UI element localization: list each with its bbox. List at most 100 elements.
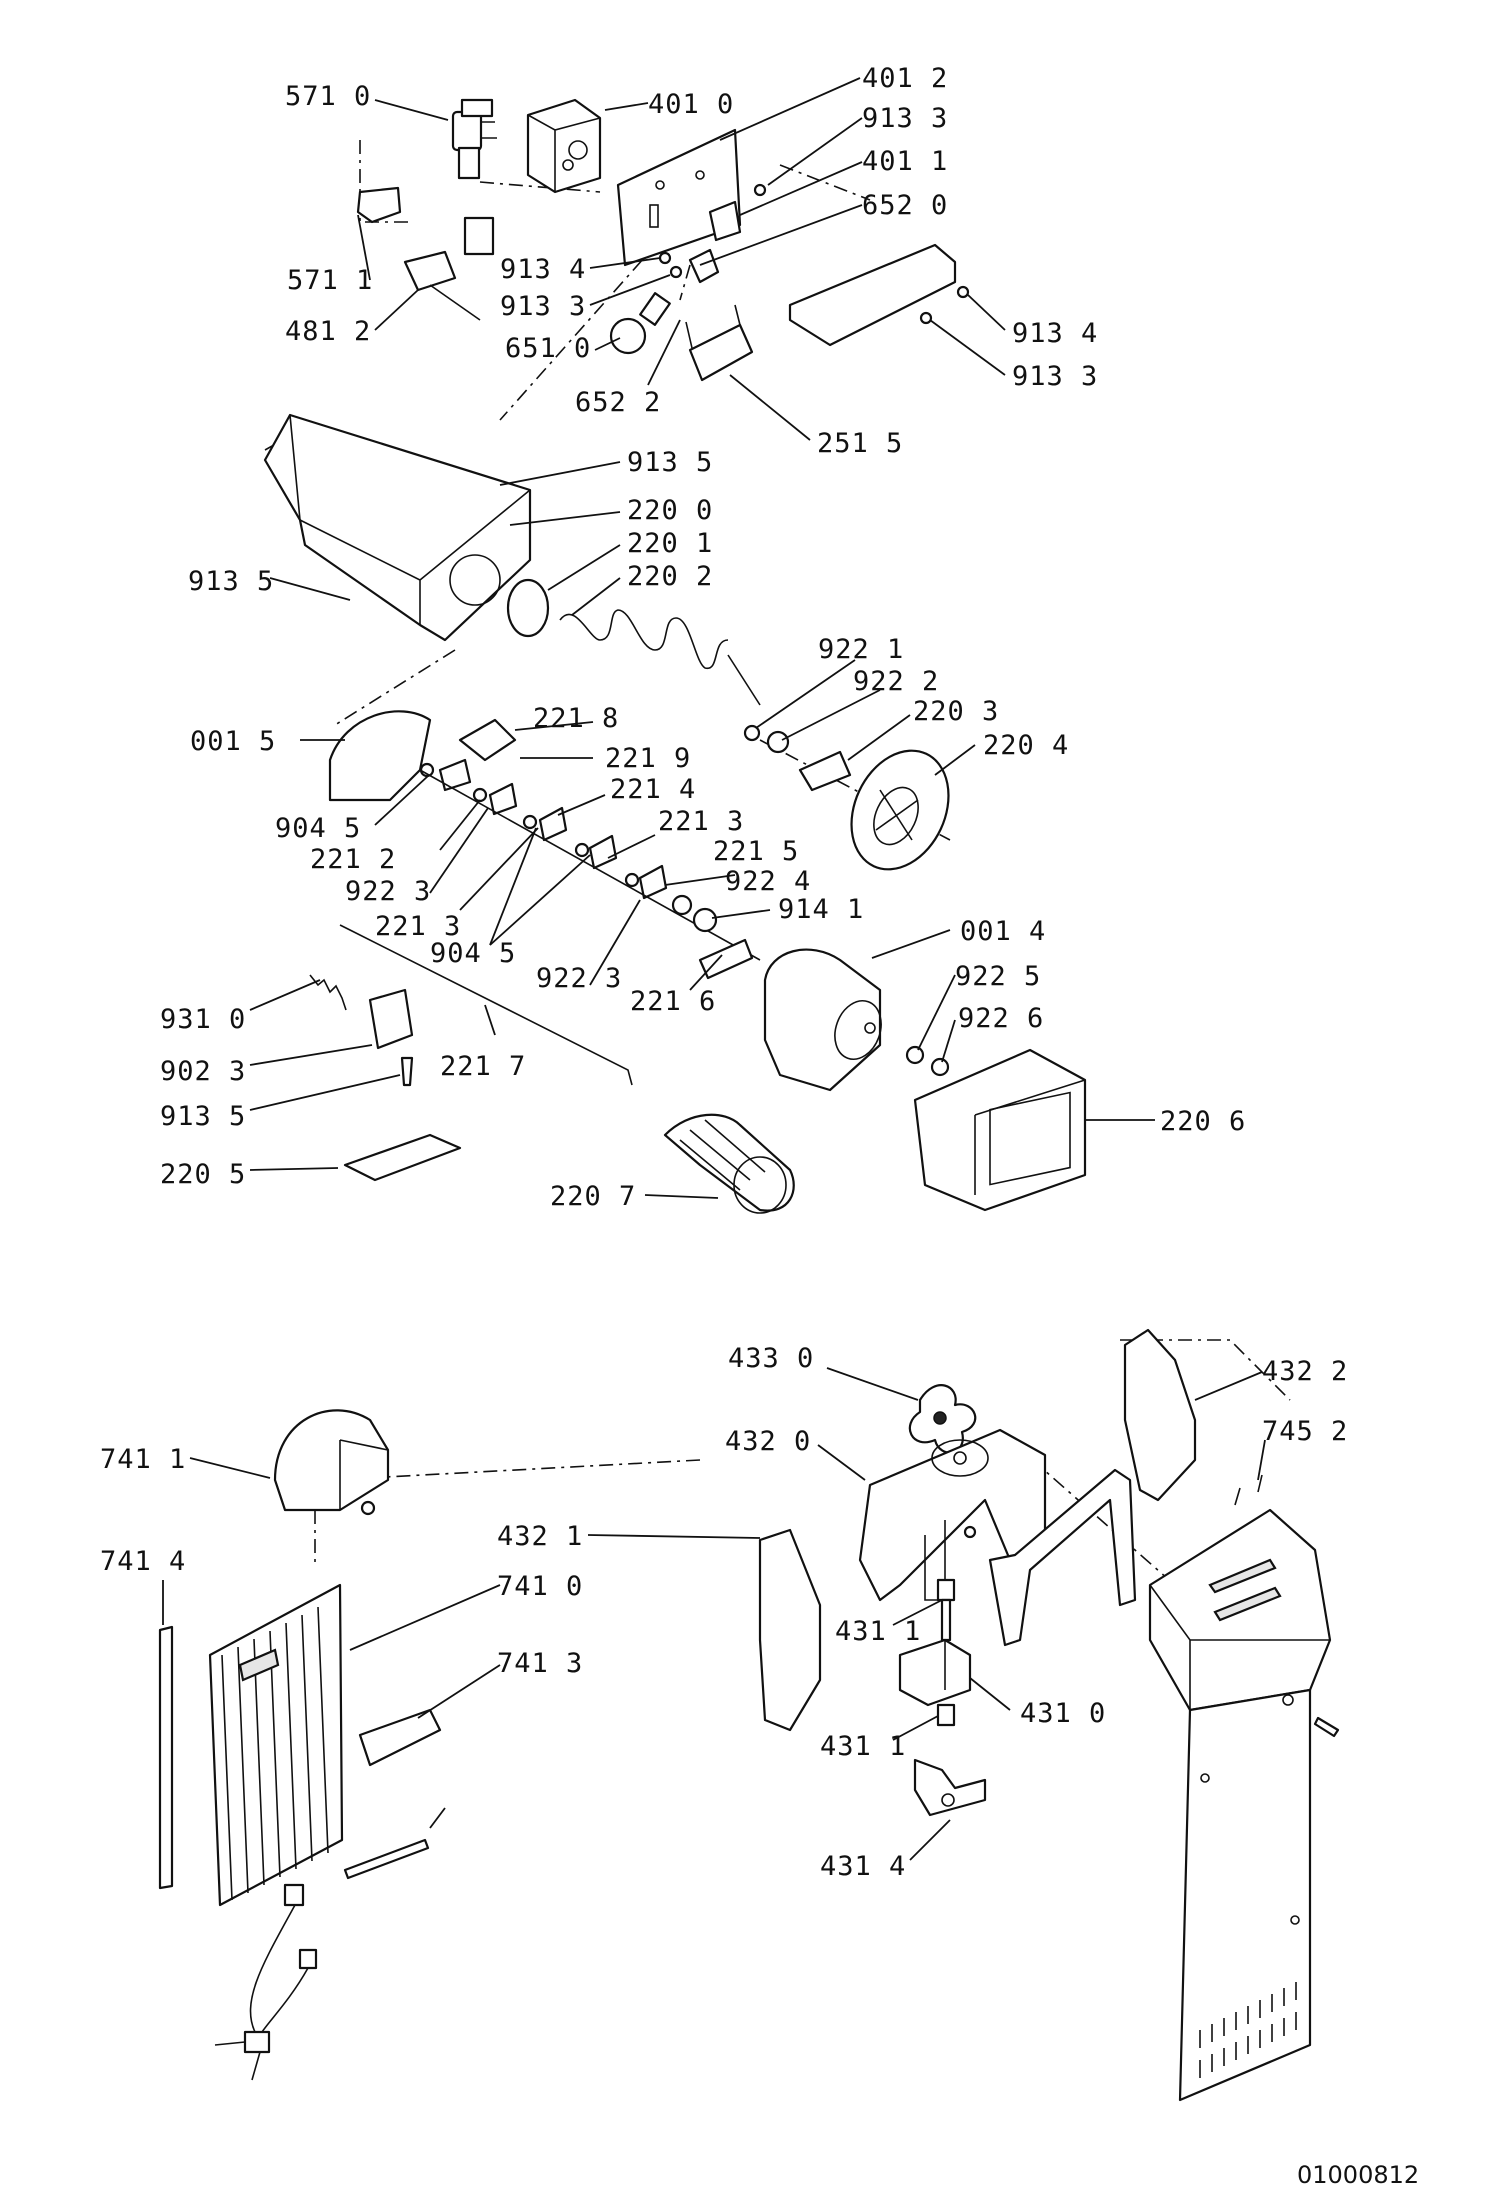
screw-913-5-part (400, 1056, 414, 1087)
label-652-0: 652 0 (862, 190, 948, 221)
ice-chute-tube (663, 1113, 795, 1214)
washer-922-5 (905, 1045, 925, 1065)
label-904-5-a: 904 5 (275, 813, 361, 844)
washer-922-6 (930, 1057, 950, 1077)
washer-922-2 (766, 730, 790, 754)
label-913-3-right: 913 3 (1012, 361, 1098, 392)
fan-motor-group (898, 1578, 987, 1817)
label-220-5: 220 5 (160, 1159, 246, 1190)
auger-spring-part (559, 609, 729, 669)
crusher-blade-part (458, 718, 517, 762)
label-931-0: 931 0 (160, 1004, 246, 1035)
label-741-4: 741 4 (100, 1546, 186, 1577)
spring-part (309, 974, 347, 1011)
wiring-harness-part (214, 1883, 318, 2081)
cover-screw (1313, 1716, 1340, 1738)
label-904-5-b: 904 5 (430, 938, 516, 969)
label-745-2: 745 2 (1262, 1416, 1348, 1447)
label-913-4-mid: 913 4 (500, 254, 586, 285)
label-914-1: 914 1 (778, 894, 864, 925)
evaporator-top-cover (273, 1409, 390, 1516)
impeller-wheel-part (850, 749, 950, 871)
label-220-0: 220 0 (627, 495, 713, 526)
label-433-0: 433 0 (728, 1343, 814, 1374)
label-221-9: 221 9 (605, 743, 691, 774)
lamp-bulb-part (609, 292, 671, 355)
label-913-5-left: 913 5 (188, 566, 274, 597)
rear-duct-cover (1148, 1474, 1332, 2102)
actuator-rod-part (339, 924, 633, 1086)
label-922-3-b: 922 3 (536, 963, 622, 994)
evaporator-assembly (158, 1409, 446, 2081)
label-401-1: 401 1 (862, 146, 948, 177)
fan-duct-assembly (758, 1328, 1340, 2102)
fan-blade-part (908, 1384, 977, 1454)
label-220-4: 220 4 (983, 730, 1069, 761)
label-922-2: 922 2 (853, 666, 939, 697)
leader-lines (162, 77, 1266, 1861)
label-432-1: 432 1 (497, 1521, 583, 1552)
half-plate-part (328, 710, 432, 802)
evaporator-side-rod (158, 1625, 174, 1890)
label-221-3-b: 221 3 (375, 911, 461, 942)
gear-motor-part (526, 98, 602, 194)
label-741-3: 741 3 (497, 1648, 583, 1679)
crusher-blades-group (419, 758, 761, 961)
small-bracket-part (368, 988, 414, 1050)
label-651-0: 651 0 (505, 333, 591, 364)
label-220-3: 220 3 (913, 696, 999, 727)
label-922-4: 922 4 (725, 866, 811, 897)
label-221-2: 221 2 (310, 844, 396, 875)
label-220-6: 220 6 (1160, 1106, 1246, 1137)
end-cover-part (913, 1048, 1087, 1212)
label-652-2: 652 2 (575, 387, 661, 418)
label-913-5-upper: 913 5 (627, 447, 713, 478)
sensor-probe-part (343, 1838, 430, 1880)
motor-mounting-plate (616, 128, 742, 267)
label-431-4: 431 4 (820, 1851, 906, 1882)
label-221-6: 221 6 (630, 986, 716, 1017)
label-431-1-a: 431 1 (835, 1616, 921, 1647)
bearing-part (506, 578, 550, 638)
label-001-5: 001 5 (190, 726, 276, 757)
label-221-3-a: 221 3 (658, 806, 744, 837)
evaporator-bracket-part (358, 1708, 442, 1767)
label-571-1: 571 1 (287, 265, 373, 296)
label-001-4: 001 4 (960, 916, 1046, 947)
fan-shroud-part (858, 1428, 1047, 1602)
label-741-0: 741 0 (497, 1571, 583, 1602)
label-432-0: 432 0 (725, 1426, 811, 1457)
label-401-0: 401 0 (648, 89, 734, 120)
ice-bin-housing (263, 413, 532, 642)
label-220-7: 220 7 (550, 1181, 636, 1212)
dispenser-assembly (263, 98, 1291, 1661)
top-cover-plate (788, 243, 957, 347)
part-labels: 571 0 401 0 401 2 913 3 401 1 652 0 571 … (100, 63, 1419, 2189)
label-221-7: 221 7 (440, 1051, 526, 1082)
clip-part (798, 750, 852, 792)
evaporator-panel (208, 1583, 344, 1907)
small-clip-part (463, 216, 495, 256)
label-913-3-top: 913 3 (862, 103, 948, 134)
label-913-3-mid: 913 3 (500, 291, 586, 322)
nut-914-1 (692, 907, 718, 933)
label-571-0: 571 0 (285, 81, 371, 112)
label-741-1: 741 1 (100, 1444, 186, 1475)
label-221-8: 221 8 (533, 703, 619, 734)
u-shaped-duct (988, 1468, 1137, 1647)
label-401-2: 401 2 (862, 63, 948, 94)
plate-bracket-part (708, 200, 742, 242)
label-431-0: 431 0 (1020, 1698, 1106, 1729)
duct-right-flap (1123, 1328, 1197, 1502)
label-922-3-a: 922 3 (345, 876, 431, 907)
label-220-1: 220 1 (627, 528, 713, 559)
chute-flap-part (685, 304, 754, 382)
dispenser-motor-housing (763, 948, 882, 1092)
label-913-5-lower: 913 5 (160, 1101, 246, 1132)
label-481-2: 481 2 (285, 316, 371, 347)
label-902-3: 902 3 (160, 1056, 246, 1087)
link-part (698, 938, 754, 980)
switch-bracket-part (403, 250, 481, 321)
lamp-socket-part (688, 248, 720, 284)
